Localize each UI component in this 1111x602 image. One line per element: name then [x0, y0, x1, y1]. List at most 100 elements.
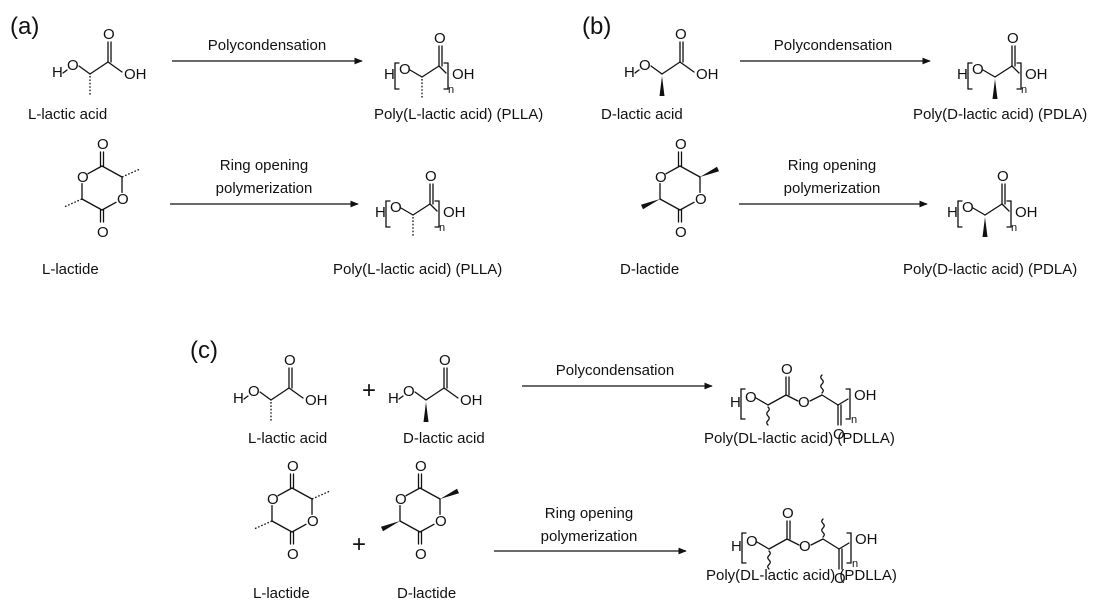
- compound-label-d-lactic-acid: D-lactic acid: [601, 106, 683, 123]
- atom-label: O: [834, 570, 846, 587]
- compound-label-d-lactide: D-lactide: [397, 585, 456, 602]
- product-label-plla: Poly(L-lactic acid) (PLLA): [374, 106, 543, 123]
- atom-label: O: [103, 26, 115, 43]
- atom-label: H: [957, 66, 968, 83]
- process-label-polycondensation: Polycondensation: [208, 37, 326, 54]
- process-label-polymerization: polymerization: [541, 528, 638, 545]
- atom-label: O: [639, 57, 651, 74]
- atom-label: O: [97, 224, 109, 241]
- atom-label: O: [695, 191, 707, 208]
- product-label-pdlla: Poly(DL-lactic acid) (PDLLA): [706, 567, 897, 584]
- atom-label: O: [798, 394, 810, 411]
- atom-label: O: [746, 533, 758, 550]
- atom-label: O: [97, 136, 109, 153]
- process-label-ring-opening: Ring opening: [220, 157, 308, 174]
- atom-label: O: [962, 199, 974, 216]
- panel-b-label: (b): [582, 13, 611, 40]
- compound-label-l-lactic-acid: L-lactic acid: [28, 106, 107, 123]
- product-label-plla: Poly(L-lactic acid) (PLLA): [333, 261, 502, 278]
- product-label-pdla: Poly(D-lactic acid) (PDLA): [913, 106, 1087, 123]
- product-label-pdla: Poly(D-lactic acid) (PDLA): [903, 261, 1077, 278]
- process-label-polymerization: polymerization: [216, 180, 313, 197]
- atom-label: OH: [1025, 66, 1048, 83]
- atom-label: O: [439, 352, 451, 369]
- atom-label: O: [117, 191, 129, 208]
- atom-label: OH: [452, 66, 475, 83]
- subscript-n: n: [851, 414, 857, 426]
- atom-label: O: [415, 458, 427, 475]
- atom-label: H: [388, 390, 399, 407]
- atom-label: O: [67, 57, 79, 74]
- plus-sign: +: [352, 531, 366, 558]
- atom-label: O: [972, 61, 984, 78]
- atom-label: O: [675, 224, 687, 241]
- atom-label: O: [284, 352, 296, 369]
- atom-label: OH: [855, 531, 878, 548]
- compound-label-l-lactide: L-lactide: [253, 585, 310, 602]
- atom-label: OH: [124, 66, 147, 83]
- atom-label: O: [675, 26, 687, 43]
- subscript-n: n: [439, 222, 445, 234]
- atom-label: H: [624, 64, 635, 81]
- atom-label: O: [248, 383, 260, 400]
- process-label-polycondensation: Polycondensation: [556, 362, 674, 379]
- atom-label: O: [833, 426, 845, 443]
- atom-label: H: [731, 538, 742, 555]
- atom-label: O: [655, 169, 667, 186]
- atom-label: OH: [1015, 204, 1038, 221]
- atom-label: OH: [854, 387, 877, 404]
- process-label-ring-opening: Ring opening: [788, 157, 876, 174]
- atom-label: O: [745, 389, 757, 406]
- atom-label: O: [781, 361, 793, 378]
- atom-label: O: [675, 136, 687, 153]
- atom-label: OH: [443, 204, 466, 221]
- atom-label: O: [395, 491, 407, 508]
- atom-label: O: [287, 546, 299, 563]
- process-label-ring-opening: Ring opening: [545, 505, 633, 522]
- subscript-n: n: [1021, 84, 1027, 96]
- atom-label: O: [307, 513, 319, 530]
- atom-label: O: [434, 30, 446, 47]
- atom-label: O: [799, 538, 811, 555]
- atom-label: H: [730, 394, 741, 411]
- atom-label: O: [403, 383, 415, 400]
- atom-label: O: [1007, 30, 1019, 47]
- atom-label: O: [782, 505, 794, 522]
- atom-label: O: [267, 491, 279, 508]
- atom-label: O: [435, 513, 447, 530]
- atom-label: O: [77, 169, 89, 186]
- atom-label: O: [390, 199, 402, 216]
- compound-label-d-lactic-acid: D-lactic acid: [403, 430, 485, 447]
- atom-label: O: [997, 168, 1009, 185]
- subscript-n: n: [852, 558, 858, 570]
- process-label-polycondensation: Polycondensation: [774, 37, 892, 54]
- atom-label: OH: [696, 66, 719, 83]
- compound-label-l-lactide: L-lactide: [42, 261, 99, 278]
- plus-sign: +: [362, 377, 376, 404]
- compound-label-l-lactic-acid: L-lactic acid: [248, 430, 327, 447]
- atom-label: OH: [460, 392, 483, 409]
- atom-label: H: [52, 64, 63, 81]
- product-label-pdlla: Poly(DL-lactic acid) (PDLLA): [704, 430, 895, 447]
- panel-c-label: (c): [190, 337, 218, 364]
- atom-label: H: [233, 390, 244, 407]
- subscript-n: n: [448, 84, 454, 96]
- atom-label: H: [384, 66, 395, 83]
- panel-a-label: (a): [10, 13, 39, 40]
- atom-label: O: [399, 61, 411, 78]
